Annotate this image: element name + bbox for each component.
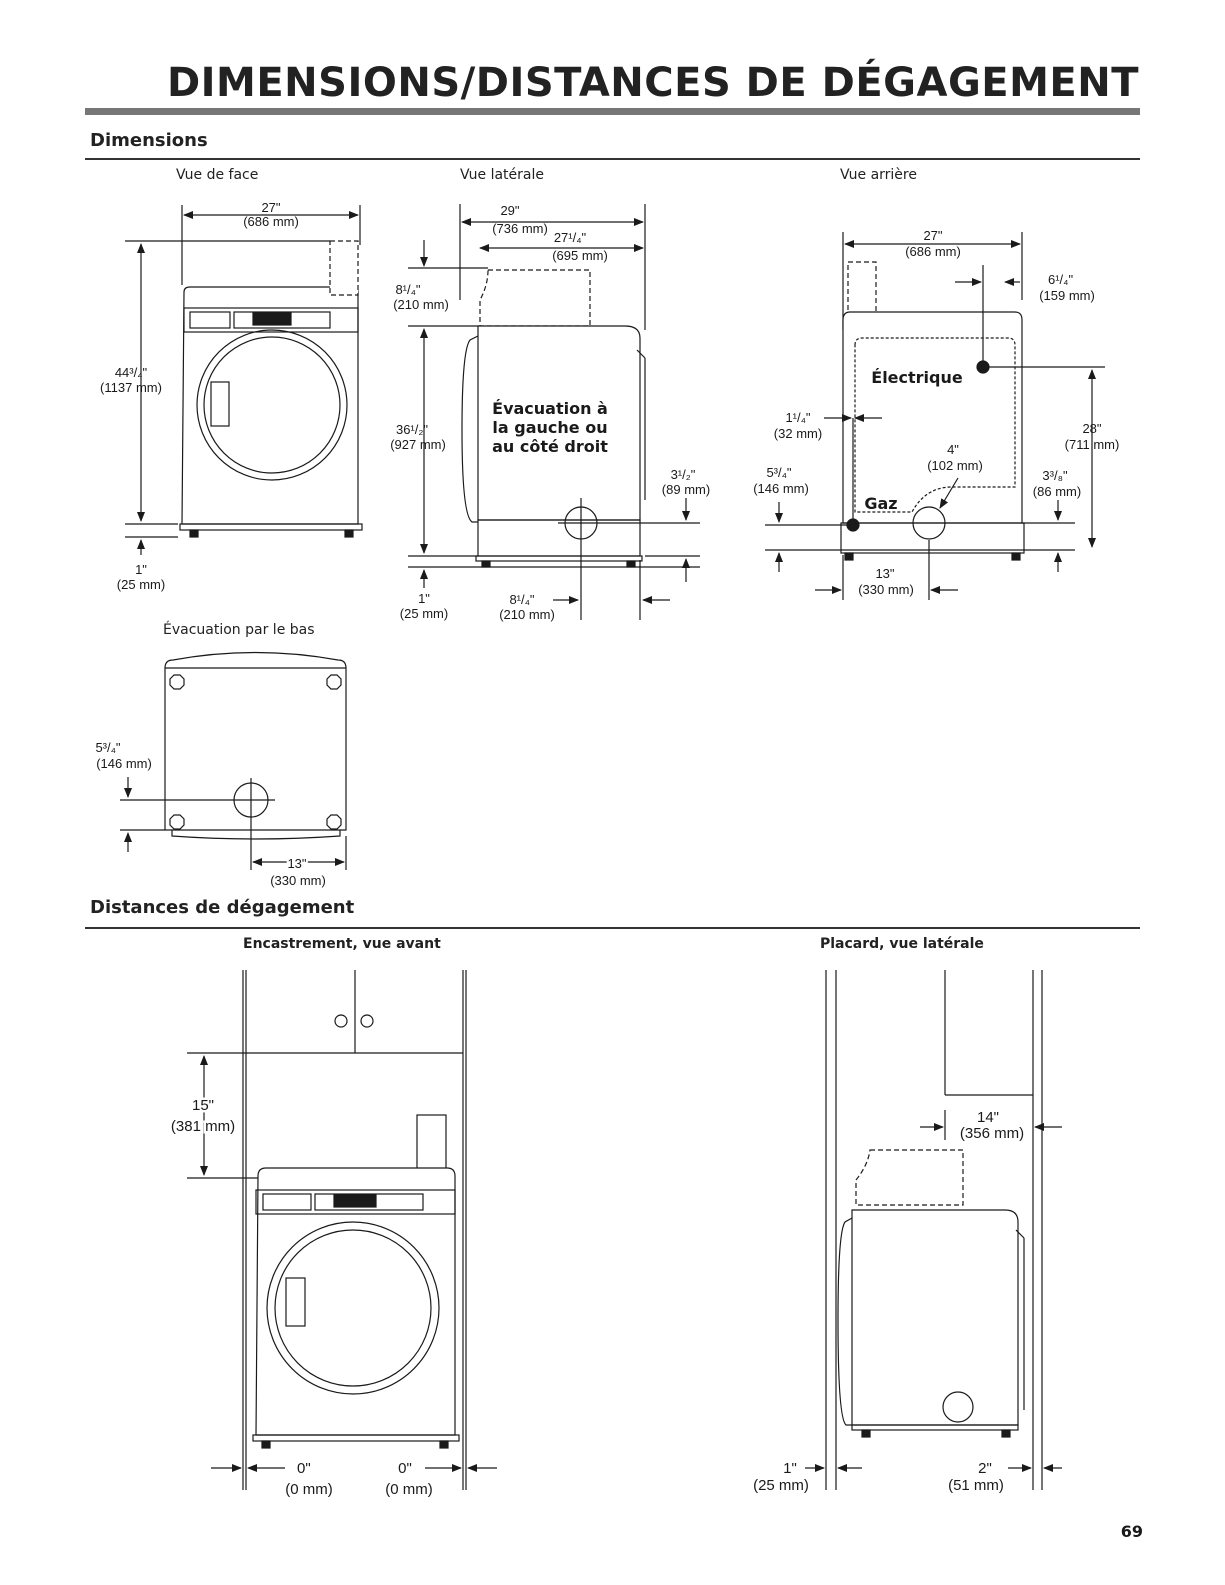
- rear-vent-in: 4": [947, 442, 959, 457]
- recessed-right-mm: (0 mm): [385, 1481, 433, 1498]
- side-vent-depth-mm: (210 mm): [499, 607, 555, 622]
- rear-elec-offset-mm: (159 mm): [1039, 288, 1095, 303]
- rear-gas-height-in: 5³/₄": [766, 465, 791, 480]
- recessed-top-mm: (381 mm): [171, 1118, 235, 1135]
- recessed-left-mm: (0 mm): [285, 1481, 333, 1498]
- label-recessed-front: Encastrement, vue avant: [243, 936, 441, 952]
- side-view-diagram: [408, 204, 700, 620]
- rear-gas-offset-in: 1¹/₄": [785, 410, 810, 425]
- side-top-in: 8¹/₄": [395, 282, 420, 297]
- side-height-mm: (927 mm): [390, 437, 446, 452]
- rear-gas-offset-mm: (32 mm): [774, 426, 822, 441]
- label-closet-side: Placard, vue latérale: [820, 936, 984, 952]
- side-foot-mm: (25 mm): [400, 606, 448, 621]
- section-heading-dimensions: Dimensions: [90, 130, 208, 151]
- side-view-labels: 29" (736 mm) 27¹/₄" (695 mm) 8¹/₄" (210 …: [390, 203, 710, 622]
- side-depth2-mm: (695 mm): [552, 248, 608, 263]
- bottom-vent-x-in: 13": [287, 856, 306, 871]
- bottom-exhaust-diagram: [120, 651, 347, 870]
- side-vent-height-in: 3¹/₂": [671, 467, 696, 482]
- side-foot-in: 1": [418, 591, 430, 606]
- front-width-in: 27": [261, 200, 280, 215]
- rear-view-diagram: [765, 232, 1105, 600]
- side-exhaust-line2: la gauche ou: [492, 418, 607, 437]
- closet-labels: 14" (356 mm) 1" (25 mm) 2" (51 mm): [753, 1109, 1024, 1494]
- closet-side-in: 1": [783, 1460, 797, 1477]
- rear-elec-offset-in: 6¹/₄": [1048, 272, 1073, 287]
- rear-vent-x-mm: (330 mm): [858, 582, 914, 597]
- rear-electric-label: Électrique: [871, 368, 963, 387]
- closet-side-diagram: [805, 970, 1062, 1490]
- side-height-in: 36¹/₂": [396, 422, 428, 437]
- bottom-vent-x-mm: (330 mm): [270, 873, 326, 888]
- closet-front-in: 14": [977, 1109, 999, 1126]
- front-view-diagram: [125, 205, 363, 555]
- closet-rear-mm: (51 mm): [948, 1477, 1004, 1494]
- side-depth-in: 29": [500, 203, 519, 218]
- side-depth-mm: (736 mm): [492, 221, 548, 236]
- section-heading-clearances: Distances de dégagement: [90, 897, 355, 918]
- recessed-right-in: 0": [398, 1460, 412, 1477]
- closet-rear-in: 2": [978, 1460, 992, 1477]
- closet-side-mm: (25 mm): [753, 1477, 809, 1494]
- label-rear-view: Vue arrière: [840, 167, 917, 183]
- recessed-labels: 15" (381 mm) 0" (0 mm) 0" (0 mm): [168, 1095, 433, 1499]
- side-vent-height-mm: (89 mm): [662, 482, 710, 497]
- rear-width-in: 27": [923, 228, 942, 243]
- rear-elec-height-in: 28": [1082, 421, 1101, 436]
- front-height-mm: (1137 mm): [100, 380, 162, 395]
- front-view-labels: 27" (686 mm) 44³/₄" (1137 mm) 1" (25 mm): [100, 200, 299, 592]
- rear-vent-height-mm: (86 mm): [1033, 484, 1081, 499]
- recessed-front-diagram: [187, 970, 497, 1490]
- rear-gas-height-mm: (146 mm): [753, 481, 809, 496]
- rear-vent-height-in: 3³/₈": [1042, 468, 1068, 483]
- page-number: 69: [1120, 1522, 1143, 1541]
- rear-vent-mm: (102 mm): [927, 458, 983, 473]
- side-exhaust-line1: Évacuation à: [492, 399, 608, 418]
- front-foot-mm: (25 mm): [117, 577, 165, 592]
- bottom-vent-height-mm: (146 mm): [96, 756, 152, 771]
- title-rule: [85, 108, 1140, 115]
- section-rule-dimensions: [85, 158, 1140, 160]
- front-height-in: 44³/₄": [115, 365, 148, 380]
- front-width-mm: (686 mm): [243, 214, 299, 229]
- side-vent-depth-in: 8¹/₄": [509, 592, 534, 607]
- rear-width-mm: (686 mm): [905, 244, 961, 259]
- rear-view-labels: 27" (686 mm) 6¹/₄" (159 mm) Électrique 1…: [753, 228, 1119, 597]
- bottom-vent-height-in: 5³/₄": [95, 740, 120, 755]
- label-bottom-exhaust: Évacuation par le bas: [163, 622, 315, 638]
- rear-gas-label: Gaz: [864, 494, 897, 513]
- label-side-view: Vue latérale: [460, 167, 544, 183]
- rear-elec-height-mm: (711 mm): [1065, 437, 1120, 452]
- recessed-top-in: 15": [192, 1097, 214, 1114]
- side-depth2-in: 27¹/₄": [554, 230, 587, 245]
- page-title: DIMENSIONS/DISTANCES DE DÉGAGEMENT: [166, 60, 1139, 106]
- front-foot-in: 1": [135, 562, 147, 577]
- closet-front-mm: (356 mm): [960, 1125, 1024, 1142]
- rear-vent-x-in: 13": [875, 566, 894, 581]
- section-rule-clearances: [85, 927, 1140, 929]
- side-top-mm: (210 mm): [393, 297, 449, 312]
- bottom-exhaust-labels: 5³/₄" (146 mm) 13" (330 mm): [95, 740, 325, 888]
- recessed-left-in: 0": [297, 1460, 311, 1477]
- label-front-view: Vue de face: [176, 167, 259, 183]
- side-exhaust-line3: au côté droit: [492, 437, 608, 456]
